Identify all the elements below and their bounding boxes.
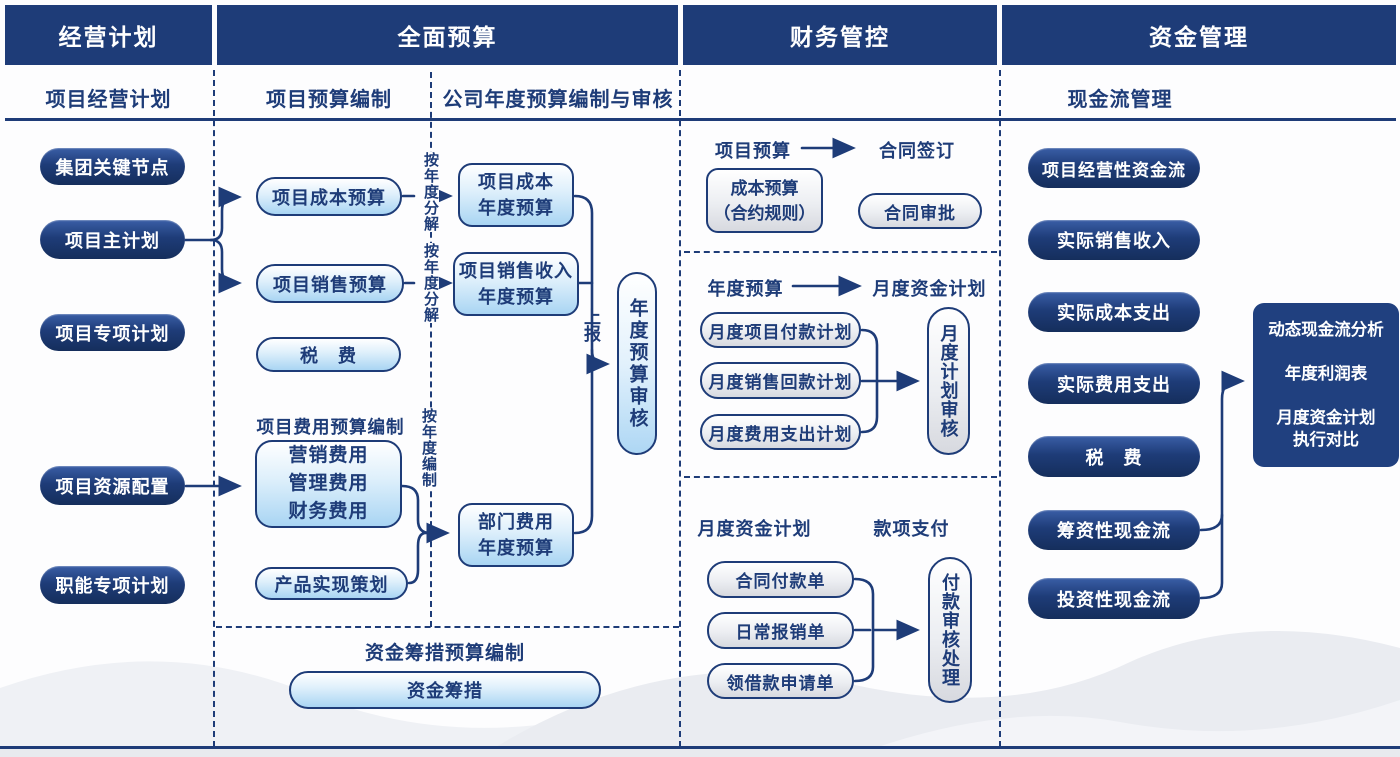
label-monthly-fund-plan-2: 月度资金计划 (697, 519, 812, 539)
lane-divider (213, 70, 215, 747)
vpill-label: 年度预算审核 (626, 297, 648, 430)
box-line: 部门费用 (478, 512, 554, 532)
node-loan-application-slip: 领借款申请单 (707, 663, 854, 699)
box-line: （合约规则） (713, 203, 816, 223)
analysis-line-2: 年度利润表 (1284, 365, 1368, 383)
node-annual-budget-review: 年度预算审核 (617, 272, 657, 455)
analysis-line-1: 动态现金流分析 (1268, 321, 1384, 339)
label-project-budget: 项目预算 (715, 141, 791, 161)
node-project-cost-budget: 项目成本预算 (256, 177, 402, 216)
fee-line-marketing: 营销费用 (288, 445, 369, 466)
fee-line-finance: 财务费用 (288, 501, 369, 522)
node-actual-sales-income: 实际销售收入 (1028, 220, 1200, 260)
box-line: 年度预算 (478, 287, 554, 307)
vpill-label: 付款审核处理 (940, 573, 960, 687)
node-actual-fee-expense: 实际费用支出 (1028, 363, 1200, 404)
label-monthly-fund-plan: 月度资金计划 (872, 279, 987, 299)
node-project-sales-income-annual-budget: 项目销售收入 年度预算 (453, 252, 579, 316)
label-annual-decompose-1: 按年度分解 (421, 152, 439, 232)
node-project-sales-budget: 项目销售预算 (256, 264, 404, 303)
analysis-line-4: 执行对比 (1293, 431, 1359, 449)
subheader-project-business-plan: 项目经营计划 (45, 89, 172, 111)
lane-title: 经营计划 (58, 24, 159, 50)
node-actual-cost-expense: 实际成本支出 (1028, 292, 1200, 332)
analysis-line-group: 月度资金计划 执行对比 (1257, 407, 1395, 451)
node-contract-approval: 合同审批 (858, 193, 982, 229)
node-tax-fee: 税 费 (256, 337, 401, 372)
section-divider (684, 476, 997, 478)
label-contract-signing: 合同签订 (879, 141, 955, 161)
node-project-operating-cashflow: 项目经营性资金流 (1028, 148, 1200, 188)
box-line: 年度预算 (478, 198, 554, 218)
node-fee-box: 营销费用 管理费用 财务费用 (255, 440, 402, 528)
node-tax-fee-actual: 税 费 (1028, 436, 1200, 477)
lane-title: 资金管理 (1149, 24, 1249, 50)
node-group-key-milestones: 集团关键节点 (40, 148, 185, 185)
node-dynamic-cashflow-analysis: 动态现金流分析 年度利润表 月度资金计划 执行对比 (1253, 303, 1399, 467)
subheader-company-annual-budget: 公司年度预算编制与审核 (442, 89, 674, 111)
node-product-realization-plan: 产品实现策划 (255, 567, 408, 600)
node-monthly-sales-collection-plan: 月度销售回款计划 (700, 362, 861, 399)
fee-line-management: 管理费用 (288, 473, 369, 494)
node-daily-reimbursement-slip: 日常报销单 (707, 612, 854, 649)
subheader-cashflow-management: 现金流管理 (1067, 89, 1173, 111)
node-financing-cashflow: 筹资性现金流 (1028, 510, 1200, 550)
box-line: 项目销售收入 (459, 261, 573, 281)
node-cost-budget-contract-rules: 成本预算 （合约规则） (706, 168, 823, 233)
node-investing-cashflow: 投资性现金流 (1028, 578, 1200, 619)
lane-header-fund-management: 资金管理 (1002, 5, 1396, 65)
node-monthly-fee-expense-plan: 月度费用支出计划 (700, 414, 861, 450)
box-line: 成本预算 (730, 178, 799, 198)
analysis-line-3: 月度资金计划 (1276, 409, 1376, 427)
node-project-resource-allocation: 项目资源配置 (40, 466, 185, 505)
node-fund-raising: 资金筹措 (289, 671, 601, 709)
node-project-master-plan: 项目主计划 (40, 220, 185, 259)
label-fund-raising-budgeting: 资金筹措预算编制 (364, 643, 525, 664)
section-divider (216, 626, 679, 628)
node-payment-review-processing: 付款审核处理 (928, 557, 972, 703)
lane-divider (679, 70, 681, 747)
node-monthly-plan-review: 月度计划审核 (927, 307, 970, 455)
node-department-fee-annual-budget: 部门费用 年度预算 (458, 503, 574, 567)
label-submit: 上报 (581, 308, 600, 342)
label-annual-compile: 按年度编制 (419, 408, 437, 488)
lane-header-finance-control: 财务管控 (683, 5, 997, 65)
node-function-special-plan: 职能专项计划 (40, 566, 185, 604)
node-monthly-project-payment-plan: 月度项目付款计划 (700, 312, 861, 348)
node-project-cost-annual-budget: 项目成本 年度预算 (458, 163, 574, 227)
section-divider (684, 251, 997, 253)
label-annual-decompose-2: 按年度分解 (421, 243, 439, 323)
lane-divider (999, 70, 1001, 747)
label-project-fee-budgeting: 项目费用预算编制 (256, 417, 405, 437)
lane-header-budget: 全面预算 (217, 5, 678, 65)
subheader-project-budgeting: 项目预算编制 (266, 89, 392, 111)
budget-column-divider (430, 72, 432, 627)
box-line: 年度预算 (478, 538, 554, 558)
node-project-special-plan: 项目专项计划 (40, 314, 185, 351)
lane-header-business-plan: 经营计划 (5, 5, 212, 65)
box-line: 项目成本 (478, 172, 554, 192)
label-annual-budget: 年度预算 (707, 279, 784, 299)
bottom-rule (0, 746, 1400, 749)
node-contract-payment-slip: 合同付款单 (707, 561, 854, 598)
vpill-label: 月度计划审核 (938, 324, 959, 438)
lane-title: 财务管控 (790, 24, 890, 50)
label-payment: 款项支付 (873, 519, 950, 539)
subheader-rule (5, 118, 1396, 121)
lane-title: 全面预算 (397, 24, 498, 50)
